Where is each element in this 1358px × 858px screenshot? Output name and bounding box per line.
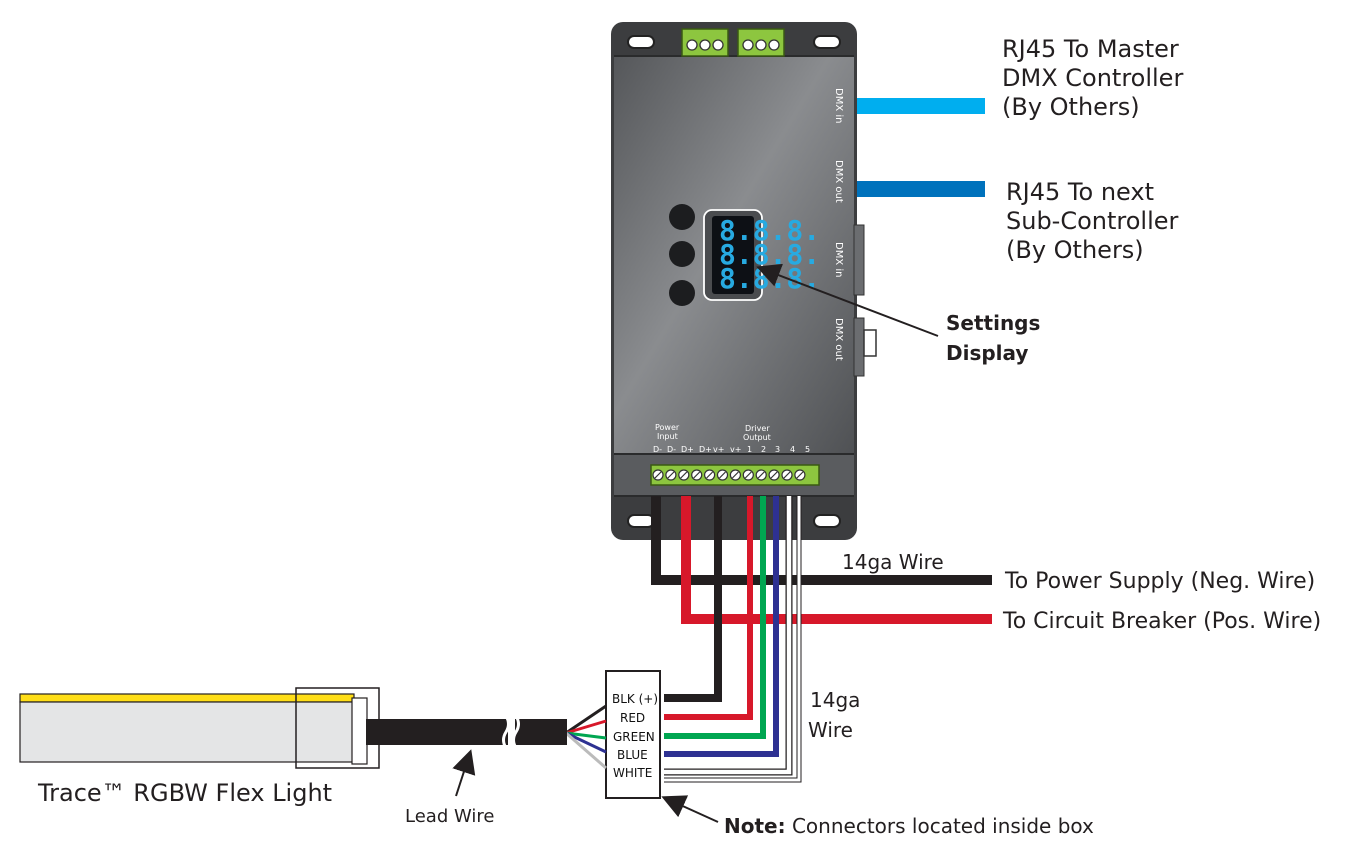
terminal-screw-slot (680, 471, 688, 479)
rj45-master-line1: RJ45 To Master (1002, 35, 1179, 63)
note-text: Connectors located inside box (786, 814, 1094, 838)
svg-text:2: 2 (761, 445, 766, 454)
wire-14ga-extra (664, 496, 802, 783)
mounting-slot-bottom-right (813, 514, 841, 528)
wire-green (664, 496, 766, 739)
controller-button-1[interactable] (669, 204, 695, 230)
power-pos-wire (681, 496, 992, 624)
power-neg-wire (651, 496, 992, 585)
terminal-screw-slot (757, 471, 765, 479)
connector-red-label: RED (620, 711, 645, 725)
lead-wire-cable (366, 715, 567, 749)
rj45-master-line2: DMX Controller (1002, 64, 1183, 92)
wire-14ga-label-side-line1: 14ga (810, 688, 860, 712)
dmx-out-port-label-top: DMX out (833, 160, 844, 203)
dmx-in-port-label-top: DMX in (833, 88, 844, 123)
output-terminal-strip (650, 464, 820, 486)
flex-light (19, 687, 380, 769)
note-arrow (661, 795, 719, 823)
svg-text:1: 1 (747, 445, 752, 454)
rj45-next-line2: Sub-Controller (1006, 207, 1179, 235)
svg-text:D-: D- (653, 445, 662, 454)
terminal-screw-slot (783, 471, 791, 479)
terminal-screw-slot (654, 471, 662, 479)
circuit-breaker-label: To Circuit Breaker (Pos. Wire) (1002, 609, 1321, 634)
svg-text:D-: D- (667, 445, 676, 454)
mounting-slot-top-left (627, 35, 655, 49)
wire-blue (664, 496, 779, 757)
connector-white-label: WHITE (613, 766, 652, 780)
rj45-next-line3: (By Others) (1006, 236, 1144, 264)
note-bold: Note: (724, 814, 786, 838)
power-supply-label: To Power Supply (Neg. Wire) (1004, 569, 1315, 594)
connector-green-label: GREEN (613, 730, 655, 744)
svg-text:v+: v+ (730, 445, 741, 454)
svg-text:v+: v+ (713, 445, 724, 454)
side-port-clip (863, 329, 877, 357)
settings-display-label-line1: Settings (946, 311, 1040, 335)
power-input-label-line1: Power (655, 423, 680, 432)
wire-blk-plus (664, 496, 722, 702)
wire-14ga-label-side-line2: Wire (808, 718, 853, 742)
svg-text:4: 4 (790, 445, 795, 454)
settings-display-label-line2: Display (946, 341, 1028, 365)
dmx-in-port-label-side: DMX in (833, 242, 844, 277)
svg-text:3: 3 (775, 445, 780, 454)
mounting-slot-bottom-left (627, 514, 655, 528)
svg-text:D+: D+ (699, 445, 712, 454)
svg-text:5: 5 (805, 445, 810, 454)
svg-text:D+: D+ (681, 445, 694, 454)
note-label: Note: Connectors located inside box (724, 814, 1094, 838)
dmx-out-cable (857, 181, 985, 197)
side-port-tab-upper (853, 224, 865, 296)
side-port-tab-lower (853, 317, 865, 377)
lead-wire-fanout (565, 704, 607, 770)
lead-wire-arrow (452, 749, 476, 797)
dmx-out-port-label-side: DMX out (833, 318, 844, 361)
terminal-screw-slot (667, 471, 675, 479)
lead-wire-label: Lead Wire (405, 806, 494, 827)
connector-blue-label: BLUE (617, 748, 648, 762)
terminal-screw-slot (719, 471, 726, 479)
top-terminal-block-right (737, 28, 785, 57)
terminal-pin-labels: D- D- D+ D+ v+ v+ 1 2 3 4 5 (653, 445, 810, 454)
rj45-next-line1: RJ45 To next (1006, 178, 1154, 206)
display-digits: 8.8.8. (719, 214, 820, 247)
driver-output-label-line1: Driver (745, 424, 770, 433)
settings-display: 8.8.8. 8.8.8. 8.8.8. (703, 209, 820, 301)
settings-display-arrow (756, 263, 939, 337)
flex-light-label: Trace™ RGBW Flex Light (37, 779, 332, 807)
connector-blk-label: BLK (+) (612, 692, 658, 706)
terminal-screw-slot (731, 471, 739, 479)
controller-button-3[interactable] (669, 280, 695, 306)
driver-output-label-line2: Output (743, 433, 771, 442)
mounting-slot-top-right (813, 35, 841, 49)
power-input-label-line2: Input (657, 432, 678, 441)
wire-14ga-label-top: 14ga Wire (842, 550, 944, 574)
wire-red (664, 496, 753, 720)
terminal-screw-slot (693, 471, 701, 479)
terminal-screw-slot (770, 471, 778, 479)
junction-box (605, 670, 661, 799)
display-digits-row3: 8.8.8. (719, 262, 820, 295)
terminal-screw-slot (796, 471, 804, 479)
top-terminal-block-left (681, 28, 729, 57)
terminal-screw-slot (706, 471, 714, 479)
rj45-master-line3: (By Others) (1002, 93, 1140, 121)
terminal-screw-slot (744, 471, 752, 479)
wire-white (664, 496, 793, 776)
dmx-in-cable (857, 98, 985, 114)
controller-button-2[interactable] (669, 241, 695, 267)
